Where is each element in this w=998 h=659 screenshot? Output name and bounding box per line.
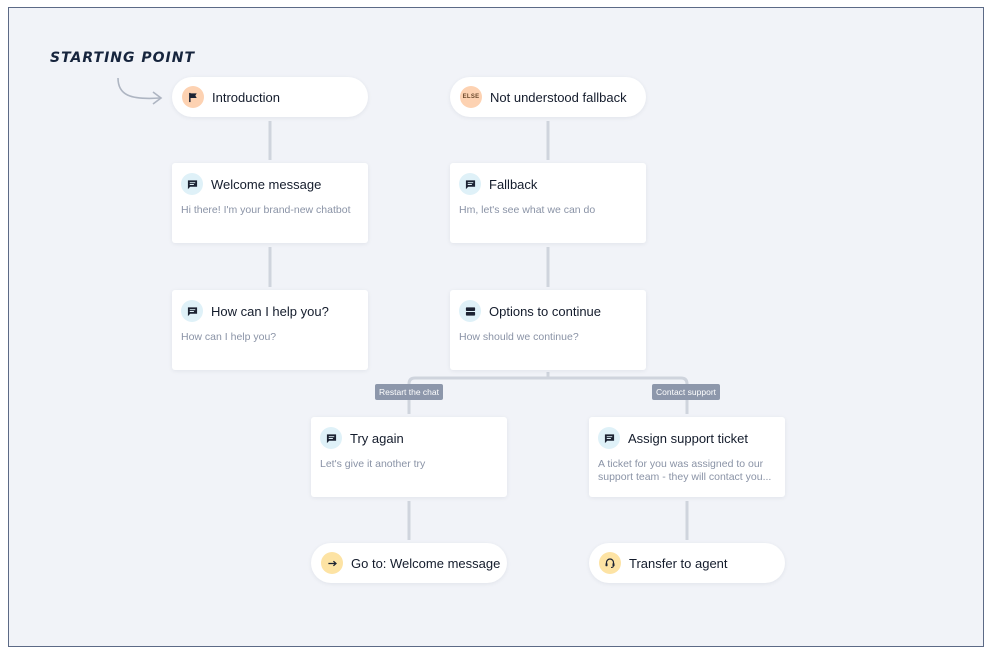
chat-icon	[598, 427, 620, 449]
node-title: Welcome message	[211, 176, 322, 192]
node-title: Try again	[350, 430, 404, 446]
flag-icon	[182, 86, 204, 108]
start-arrowhead	[152, 91, 163, 105]
edge-label-contact[interactable]: Contact support	[652, 384, 721, 400]
node-description: How can I help you?	[181, 331, 277, 343]
node-title: Options to continue	[489, 303, 602, 319]
starting-point-label: STARTING POINT	[50, 50, 196, 66]
node-description: Hm, let's see what we can do	[459, 204, 596, 216]
else-badge-icon: ELSE	[460, 86, 482, 108]
node-title: How can I help you?	[211, 303, 329, 319]
headset-icon	[599, 552, 621, 574]
options-icon	[459, 300, 481, 322]
node-assign-support-ticket[interactable]: Assign support ticket A ticket for you w…	[589, 417, 785, 497]
node-title: Fallback	[489, 176, 538, 192]
chat-icon	[459, 173, 481, 195]
edge-options-branch	[407, 372, 689, 414]
node-transfer-to-agent[interactable]: Transfer to agent	[589, 543, 785, 583]
node-options-to-continue[interactable]: Options to continue How should we contin…	[450, 290, 646, 370]
node-title: Go to: Welcome message	[351, 555, 501, 571]
node-how-can-i-help[interactable]: How can I help you? How can I help you?	[172, 290, 368, 370]
node-title: Not understood fallback	[490, 89, 627, 105]
node-description: Hi there! I'm your brand-new chatbot	[181, 204, 351, 216]
node-title: Transfer to agent	[629, 555, 728, 571]
node-fallback[interactable]: Fallback Hm, let's see what we can do	[450, 163, 646, 243]
node-not-understood-fallback[interactable]: ELSE Not understood fallback	[450, 77, 646, 117]
chat-icon	[181, 173, 203, 195]
edge-label-restart[interactable]: Restart the chat	[375, 384, 444, 400]
node-welcome-message[interactable]: Welcome message Hi there! I'm your brand…	[172, 163, 368, 243]
node-description: How should we continue?	[459, 331, 579, 343]
node-description: Let's give it another try	[320, 458, 426, 470]
node-goto-welcome[interactable]: Go to: Welcome message	[311, 543, 507, 583]
chat-icon	[320, 427, 342, 449]
node-description: A ticket for you was assigned to our sup…	[598, 458, 772, 483]
arrow-right-icon	[321, 552, 343, 574]
node-introduction[interactable]: Introduction	[172, 77, 368, 117]
node-title: Introduction	[212, 89, 280, 105]
start-arrow	[117, 77, 161, 100]
else-badge: ELSE	[462, 94, 480, 100]
node-try-again[interactable]: Try again Let's give it another try	[311, 417, 507, 497]
node-title: Assign support ticket	[628, 430, 748, 446]
chat-icon	[181, 300, 203, 322]
